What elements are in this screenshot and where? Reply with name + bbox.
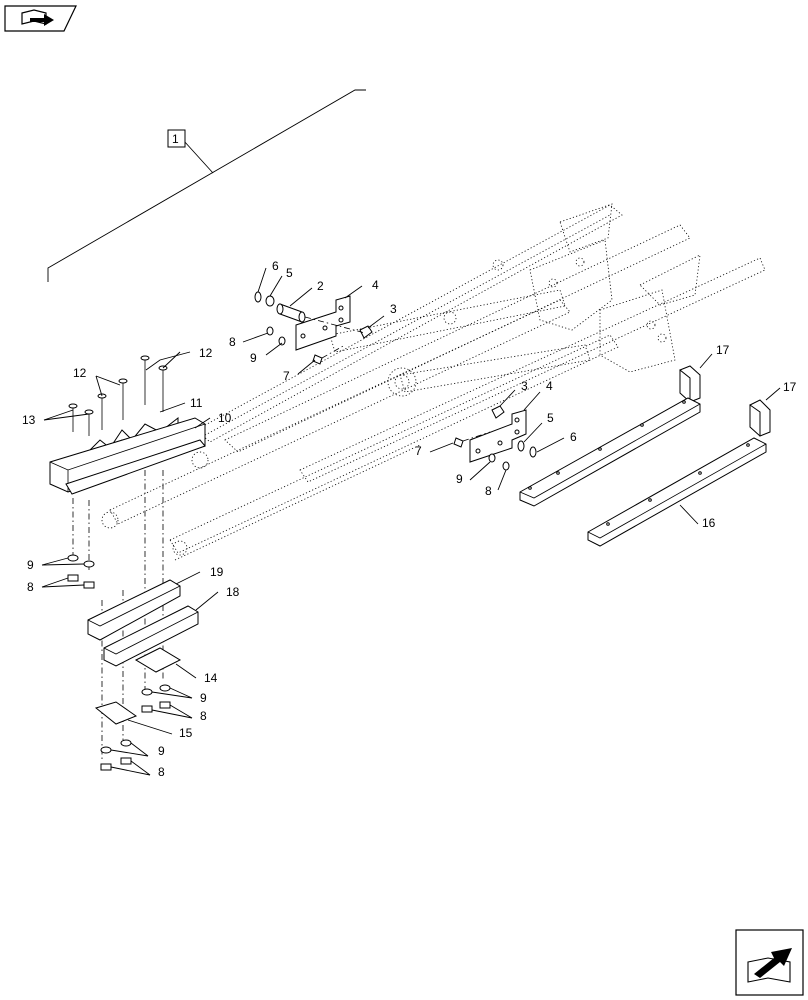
nut-8-f [120,757,132,765]
nut-8-d [159,701,171,709]
top-pin-group: 6 5 2 4 3 8 9 7 [229,259,397,383]
callout-4-top: 4 [372,278,379,292]
plate-15 [94,701,138,725]
callout-7-right: 7 [415,444,422,458]
callout-19: 19 [210,565,224,579]
callout-8-right: 8 [485,484,492,498]
channel-16-lower [587,437,767,547]
bolts-13 [68,403,94,436]
callout-7-top: 7 [283,369,290,383]
bushing-5-right [517,440,525,452]
assembly-callout: 1 [47,89,366,282]
callout-1: 1 [172,132,179,146]
callout-8-left-b: 8 [200,709,207,723]
callout-9-left-c: 9 [158,744,165,758]
book-nav-button[interactable] [4,5,77,32]
nut-3 [359,325,373,339]
callout-5-top: 5 [286,266,293,280]
washer-9-c [141,688,153,696]
right-pin-group: 3 4 5 6 7 9 8 [415,379,577,498]
plate-14 [134,647,182,673]
callout-8-left-c: 8 [158,765,165,779]
next-page-arrow-icon [747,948,792,983]
callout-3-top: 3 [390,302,397,316]
bushing-5 [265,295,275,307]
washer-9-d [159,684,171,692]
callout-17-lower: 17 [783,380,797,394]
nut-8-c [141,705,153,713]
callout-9-top: 9 [250,351,257,365]
callout-9-left-b: 9 [200,691,207,705]
channel-16-upper [519,397,701,507]
next-page-button[interactable] [735,929,804,996]
bracket-channel-group: 17 17 16 [519,343,797,547]
callout-6-right: 6 [570,430,577,444]
callout-10: 10 [218,411,232,425]
bracket-17-lower [749,399,771,437]
washer-9-f [120,739,132,747]
washer-9-b [83,560,95,568]
callout-9-left-a: 9 [27,558,34,572]
washer-9-e [100,746,112,754]
callout-12-left: 12 [73,366,87,380]
washer-9-a [67,554,79,562]
nut-3-right [491,405,505,419]
washer-8 [266,326,274,336]
callout-8-top: 8 [229,335,236,349]
callout-9-right: 9 [456,472,463,486]
washer-9-right [488,453,496,463]
callout-18: 18 [226,585,240,599]
left-stack-group: 12 12 13 11 10 9 8 19 18 14 9 8 15 9 [22,346,240,779]
nut-8-e [100,763,112,771]
book-arrow-icon [21,9,54,26]
washer-6-right [529,446,537,458]
callout-16: 16 [702,516,716,530]
bolt-7-right [453,437,464,448]
callout-15: 15 [179,726,193,740]
washer-9 [278,336,286,346]
plate-19 [87,579,181,641]
callout-3-right: 3 [521,379,528,393]
bracket-17-upper [679,365,701,403]
callout-8-left-a: 8 [27,580,34,594]
callout-11: 11 [190,396,203,410]
bolt-7 [312,354,323,365]
callout-5-right: 5 [547,411,554,425]
bolts-12 [97,355,168,430]
callout-6-top: 6 [272,259,279,273]
washer-8-right [502,461,510,471]
boom-frame [101,203,766,561]
callout-17-upper: 17 [716,343,730,357]
callout-2: 2 [317,279,324,293]
plate-4 [295,295,351,351]
washer-6 [254,291,262,303]
pin-2 [279,303,303,323]
callout-12-right: 12 [199,346,213,360]
callout-4-right: 4 [546,379,553,393]
nut-8-b [83,581,95,589]
plate-4-right [469,409,527,463]
callout-13: 13 [22,413,36,427]
nut-8-a [67,574,79,582]
callout-14: 14 [204,671,218,685]
